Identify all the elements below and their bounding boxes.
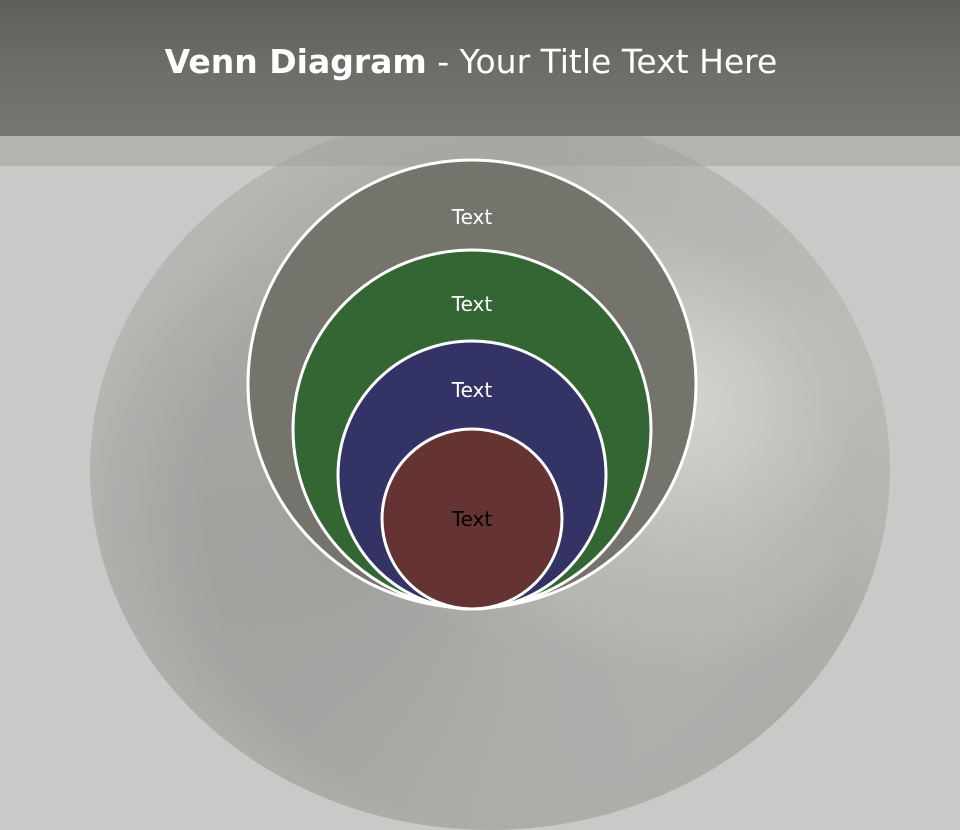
venn-label-second: Text (451, 292, 493, 316)
venn-label-outer: Text (451, 205, 493, 229)
slide-title-rest: - Your Title Text Here (426, 42, 778, 81)
title-bar (0, 0, 960, 136)
venn-label-third: Text (451, 378, 493, 402)
slide-title-bold: Venn Diagram (164, 42, 427, 81)
venn-circle-inner (380, 427, 564, 611)
slide-title: Venn Diagram - Your Title Text Here (0, 40, 942, 84)
nested-venn-diagram: Text Text Text Text (246, 158, 698, 611)
venn-label-inner: Text (451, 507, 493, 531)
